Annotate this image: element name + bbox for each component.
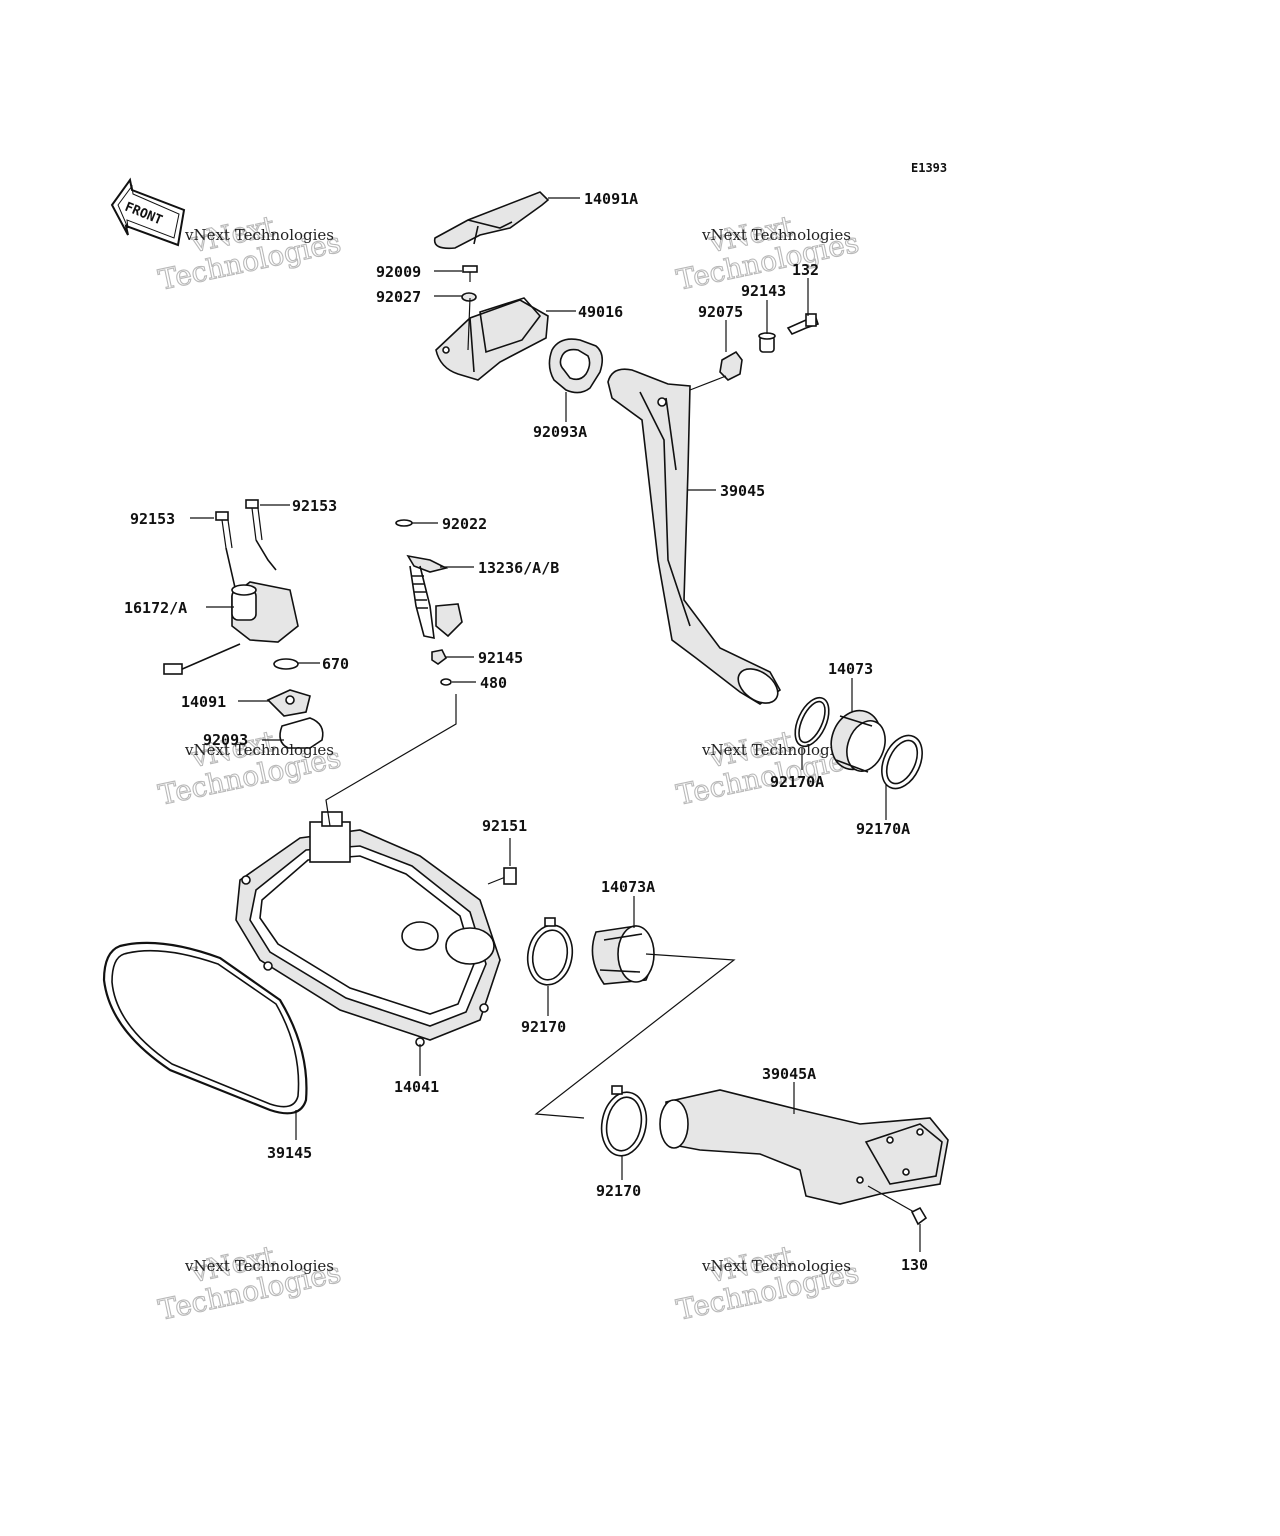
part-label-14091A: 14091A bbox=[584, 190, 638, 208]
part-92145-nut bbox=[431, 649, 448, 665]
part-label-92153: 92153 bbox=[130, 510, 175, 528]
part-label-14041: 14041 bbox=[394, 1078, 439, 1096]
part-label-14073A: 14073A bbox=[601, 878, 655, 896]
part-label-92022: 92022 bbox=[442, 515, 487, 533]
part-label-92009: 92009 bbox=[376, 263, 421, 281]
part-14041-cvt-cover bbox=[235, 811, 501, 1047]
part-label-14091: 14091 bbox=[181, 693, 226, 711]
part-label-92170: 92170 bbox=[596, 1182, 641, 1200]
part-92170-clamp bbox=[600, 1085, 648, 1157]
part-92009-bolt bbox=[462, 265, 478, 282]
diagram-code: E1393 bbox=[911, 161, 947, 175]
part-label-14073: 14073 bbox=[828, 660, 873, 678]
part-label-92151: 92151 bbox=[482, 817, 527, 835]
part-39045A-duct bbox=[659, 1089, 949, 1205]
part-label-92145: 92145 bbox=[478, 649, 523, 667]
part-92075-grommet bbox=[719, 350, 743, 381]
part-label-92153: 92153 bbox=[292, 497, 337, 515]
part-label-13236: 13236/A/B bbox=[478, 559, 559, 577]
part-label-39145: 39145 bbox=[267, 1144, 312, 1162]
watermark-text: vNext Technologies bbox=[701, 741, 851, 759]
watermark-text: vNext Technologies bbox=[701, 1257, 851, 1275]
part-label-92075: 92075 bbox=[698, 303, 743, 321]
part-label-92027: 92027 bbox=[376, 288, 421, 306]
watermark-text: vNext Technologies bbox=[184, 226, 334, 244]
part-label-132: 132 bbox=[792, 261, 819, 279]
part-92027-washer bbox=[461, 292, 477, 302]
part-49016-bracket bbox=[435, 297, 549, 381]
part-label-39045A: 39045A bbox=[762, 1065, 816, 1083]
part-92093-gasket bbox=[279, 717, 324, 749]
part-92022-washer bbox=[395, 519, 413, 527]
part-92170A-clamp bbox=[881, 734, 923, 790]
part-92153-bolt bbox=[245, 499, 263, 541]
part-670-o-ring bbox=[273, 658, 299, 670]
part-label-39045: 39045 bbox=[720, 482, 765, 500]
part-label-92093: 92093 bbox=[203, 731, 248, 749]
part-label-92170A: 92170A bbox=[856, 820, 910, 838]
part-13236-lever bbox=[406, 554, 463, 640]
part-92153-bolt bbox=[215, 511, 233, 549]
part-14073-boot bbox=[830, 709, 886, 773]
part-92170-clamp bbox=[526, 917, 574, 986]
part-label-92170: 92170 bbox=[521, 1018, 566, 1036]
part-label-92093A: 92093A bbox=[533, 423, 587, 441]
part-39045-duct bbox=[607, 368, 782, 705]
front-arrow-icon: FRONT bbox=[110, 177, 186, 247]
part-132-bolt bbox=[786, 313, 820, 335]
watermark-text: vNext Technologies bbox=[184, 741, 334, 759]
part-label-130: 130 bbox=[901, 1256, 928, 1274]
part-130-bolt bbox=[867, 1185, 928, 1226]
watermark-text: vNext Technologies bbox=[184, 1257, 334, 1275]
part-92093A-gasket bbox=[548, 338, 604, 394]
part-16172A-actuator bbox=[163, 539, 299, 675]
part-label-16172A: 16172/A bbox=[124, 599, 187, 617]
part-480-o-ring bbox=[440, 678, 452, 686]
watermark-text: vNext Technologies bbox=[701, 226, 851, 244]
part-label-92170A: 92170A bbox=[770, 773, 824, 791]
part-39145-belt bbox=[102, 941, 308, 1115]
leader-lines bbox=[190, 197, 921, 1252]
part-labels: 14091A 92009 92027 49016 92093A 132 9214… bbox=[124, 190, 928, 1274]
part-14091-cap bbox=[266, 689, 311, 717]
part-92170A-clamp bbox=[794, 696, 830, 748]
part-label-670: 670 bbox=[322, 655, 349, 673]
part-label-49016: 49016 bbox=[578, 303, 623, 321]
part-92143-collar bbox=[758, 332, 776, 353]
part-label-480: 480 bbox=[480, 674, 507, 692]
part-14073A-boot bbox=[591, 925, 655, 985]
part-92151-bolt bbox=[487, 867, 517, 885]
part-label-92143: 92143 bbox=[741, 282, 786, 300]
part-14091A-cover bbox=[433, 191, 550, 250]
